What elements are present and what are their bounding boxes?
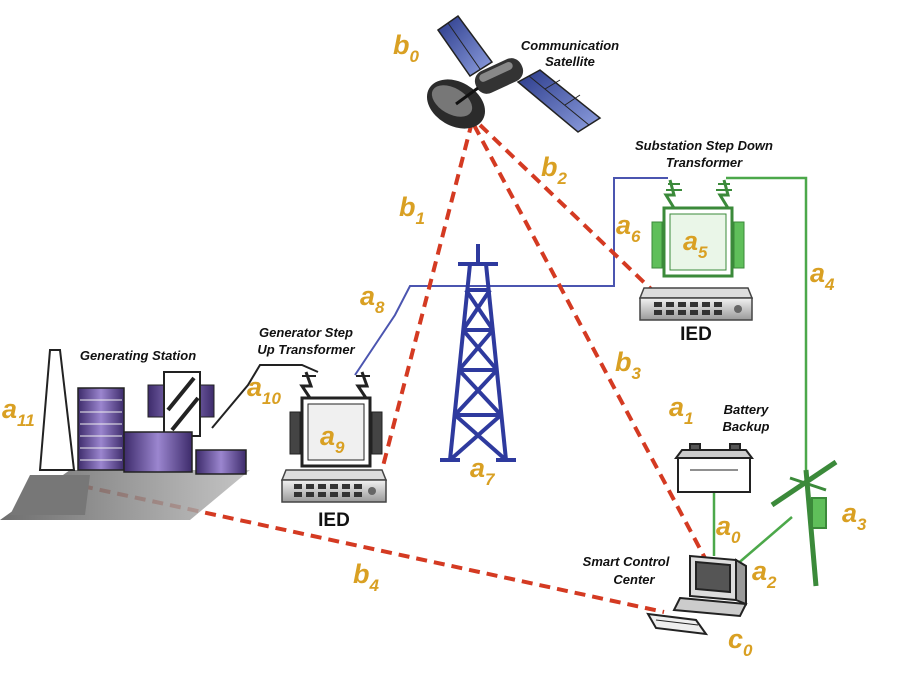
captions: Communication Satellite Substation Step …	[80, 38, 773, 587]
link-b2	[478, 123, 654, 292]
label-b2: b2	[541, 152, 568, 188]
wireless-links	[81, 121, 708, 614]
label-a7: a7	[470, 453, 496, 489]
label-a5: a5	[683, 226, 708, 262]
substation-caption-1: Substation Step Down	[635, 138, 773, 153]
label-a11: a11	[2, 394, 35, 430]
satellite-caption-2: Satellite	[545, 54, 595, 69]
label-a4: a4	[810, 258, 835, 294]
label-a9: a9	[320, 421, 345, 457]
generator-transformer-icon	[289, 371, 383, 468]
label-a2: a2	[752, 556, 777, 592]
link-b1	[380, 121, 474, 471]
substation-transformer-icon	[651, 179, 745, 278]
satellite-icon	[426, 14, 602, 133]
battery-caption-1: Battery	[724, 402, 770, 417]
generator-transformer-caption-1: Generator Step	[259, 325, 353, 340]
label-a10: a10	[247, 372, 281, 408]
generating-station-caption: Generating Station	[80, 348, 196, 363]
ied-substation-caption: IED	[680, 324, 712, 345]
battery-icon	[674, 443, 754, 493]
generator-transformer-caption-2: Up Transformer	[257, 342, 355, 357]
wired-links	[211, 176, 808, 567]
label-c0: c0	[728, 624, 753, 660]
label-a8: a8	[360, 281, 385, 317]
label-a3: a3	[842, 498, 867, 534]
battery-caption-2: Backup	[723, 419, 770, 434]
link-a4	[726, 176, 808, 470]
control-center-caption-1: Smart Control	[583, 554, 670, 569]
label-a0: a0	[716, 511, 741, 547]
label-a1: a1	[669, 392, 694, 428]
ied-device-icon	[638, 287, 754, 321]
label-b3: b3	[615, 347, 642, 383]
label-b1: b1	[399, 192, 425, 228]
link-b3	[472, 124, 708, 561]
power-plant-icon	[0, 349, 250, 520]
satellite-caption-1: Communication	[521, 38, 619, 53]
substation-caption-2: Transformer	[666, 155, 743, 170]
link-a8-a6	[354, 177, 668, 376]
control-center-caption-2: Center	[613, 572, 655, 587]
ied-generator-caption: IED	[318, 510, 350, 531]
label-b0: b0	[393, 30, 420, 66]
computer-icon	[646, 554, 748, 636]
utility-pole-icon	[770, 459, 838, 587]
link-labels: b0 b1 b2 b3 b4 a0 a1 a2 a3 a4 a5 a6 a7 a…	[2, 30, 867, 660]
link-a10	[211, 364, 319, 429]
link-a2	[734, 516, 793, 567]
label-a6: a6	[616, 210, 641, 246]
transmission-tower-icon	[440, 244, 516, 462]
ied-device-icon	[280, 469, 388, 503]
label-b4: b4	[353, 559, 380, 595]
